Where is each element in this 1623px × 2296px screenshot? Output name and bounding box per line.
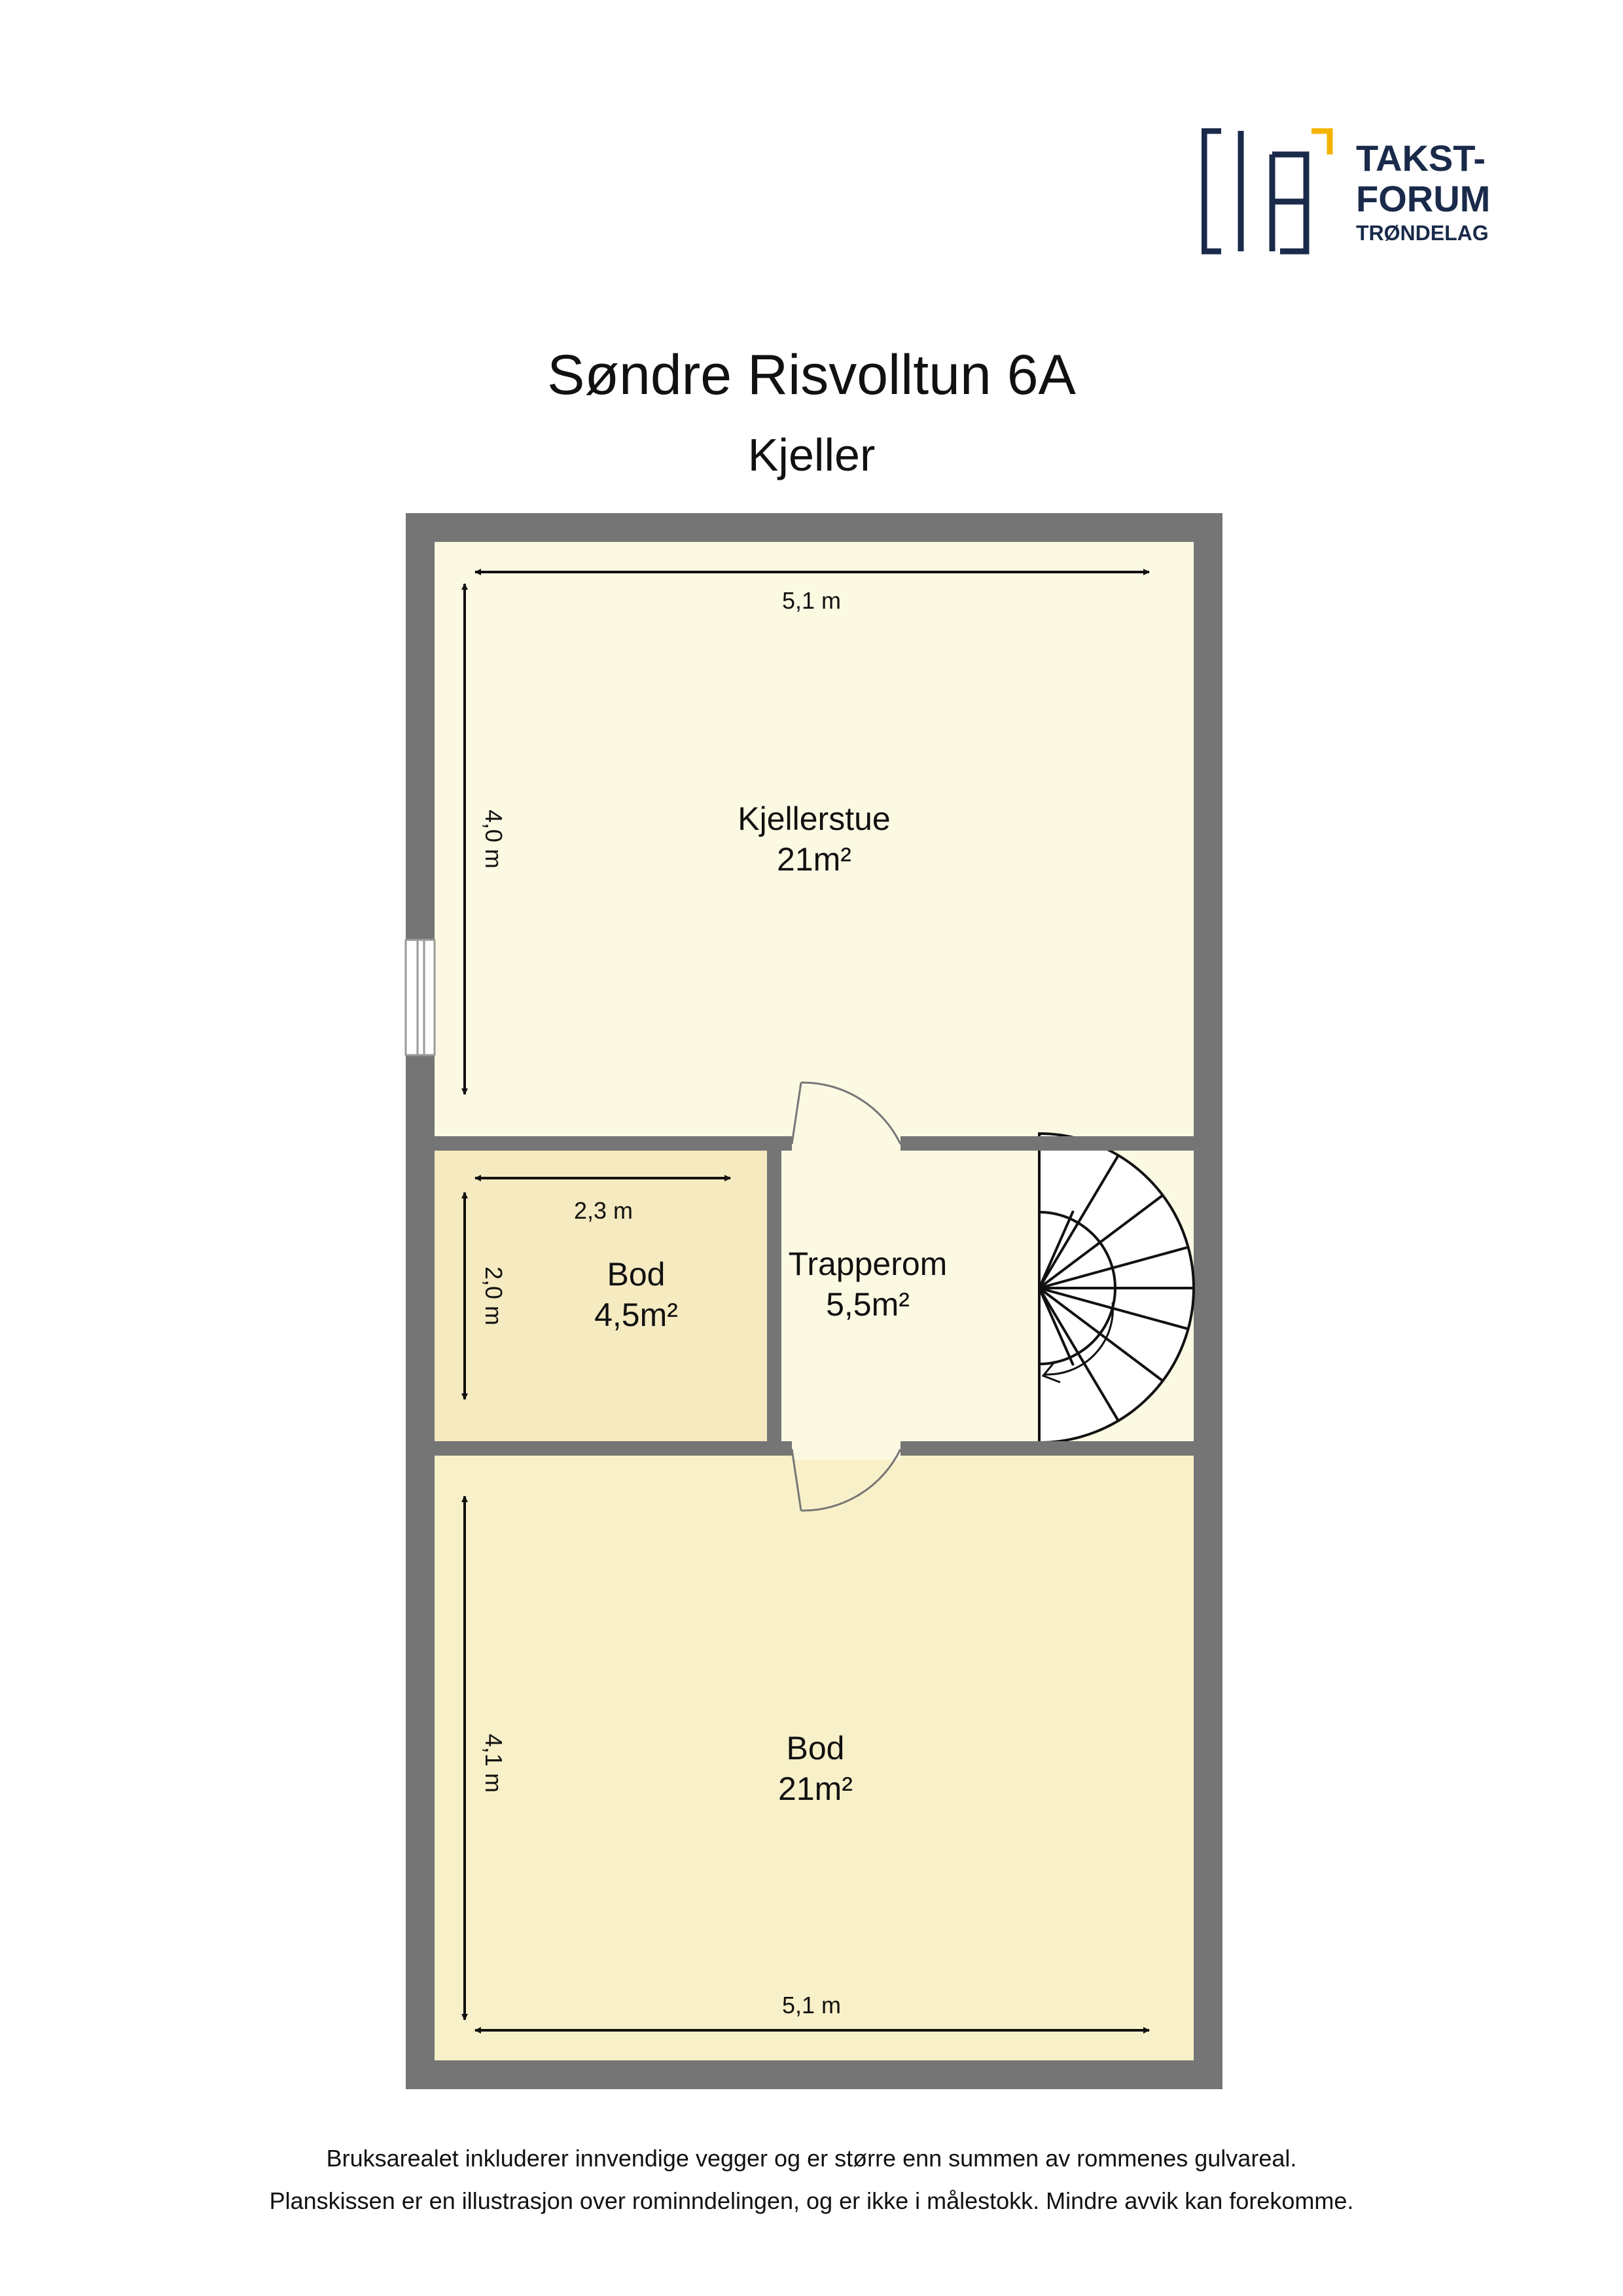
dim-kjellerstue-height: 4,0 m: [480, 810, 507, 869]
room-bod-small-floor: [435, 1151, 767, 1441]
room-bod-large-floor: [435, 1456, 1194, 2060]
dim-bod-small-width: 2,3 m: [574, 1197, 633, 1224]
window: [404, 939, 436, 1056]
takstforum-logo: TAKST- FORUM TRØNDELAG: [1202, 128, 1518, 257]
dim-bod-large-width: 5,1 m: [782, 1992, 841, 2018]
logo-text-line2: FORUM: [1356, 178, 1491, 219]
interior-wall-top-right: [901, 1136, 1194, 1151]
room-kjellerstue-name: Kjellerstue: [738, 800, 890, 837]
room-bod-large-area: 21m²: [778, 1770, 853, 1807]
floor-subtitle: Kjeller: [747, 429, 876, 480]
dim-bod-large-height: 4,1 m: [480, 1734, 507, 1793]
interior-wall-bottom: [435, 1441, 792, 1456]
room-bod-small-area: 4,5m²: [594, 1297, 678, 1333]
logo-mark-icon: [1202, 128, 1333, 255]
room-kjellerstue-area: 21m²: [777, 841, 851, 878]
page-title: Søndre Risvolltun 6A: [547, 344, 1076, 406]
door-opening-bottom: [792, 1437, 901, 1460]
spiral-staircase: [1038, 1132, 1195, 1444]
interior-wall-top: [435, 1136, 792, 1151]
dim-kjellerstue-width: 5,1 m: [782, 587, 841, 614]
door-top: [791, 1081, 902, 1145]
footer-note-line2: Planskissen er en illustrasjon over romi…: [269, 2187, 1354, 2214]
room-kjellerstue-floor: [435, 542, 1194, 1136]
logo-text-line1: TAKST-: [1356, 137, 1486, 179]
door-opening-top: [792, 1132, 901, 1155]
dim-bod-small-height: 2,0 m: [480, 1266, 507, 1325]
door-bottom: [791, 1448, 902, 1512]
logo-text-line3: TRØNDELAG: [1356, 221, 1489, 245]
room-trapperom-name: Trapperom: [789, 1246, 948, 1282]
footer-note-line1: Bruksarealet inkluderer innvendige vegge…: [326, 2145, 1297, 2172]
room-bod-large-name: Bod: [787, 1730, 845, 1767]
room-bod-small-name: Bod: [607, 1256, 666, 1293]
room-trapperom-area: 5,5m²: [826, 1286, 910, 1323]
interior-wall-bottom-right: [901, 1441, 1194, 1456]
interior-wall-bod: [767, 1296, 781, 1441]
